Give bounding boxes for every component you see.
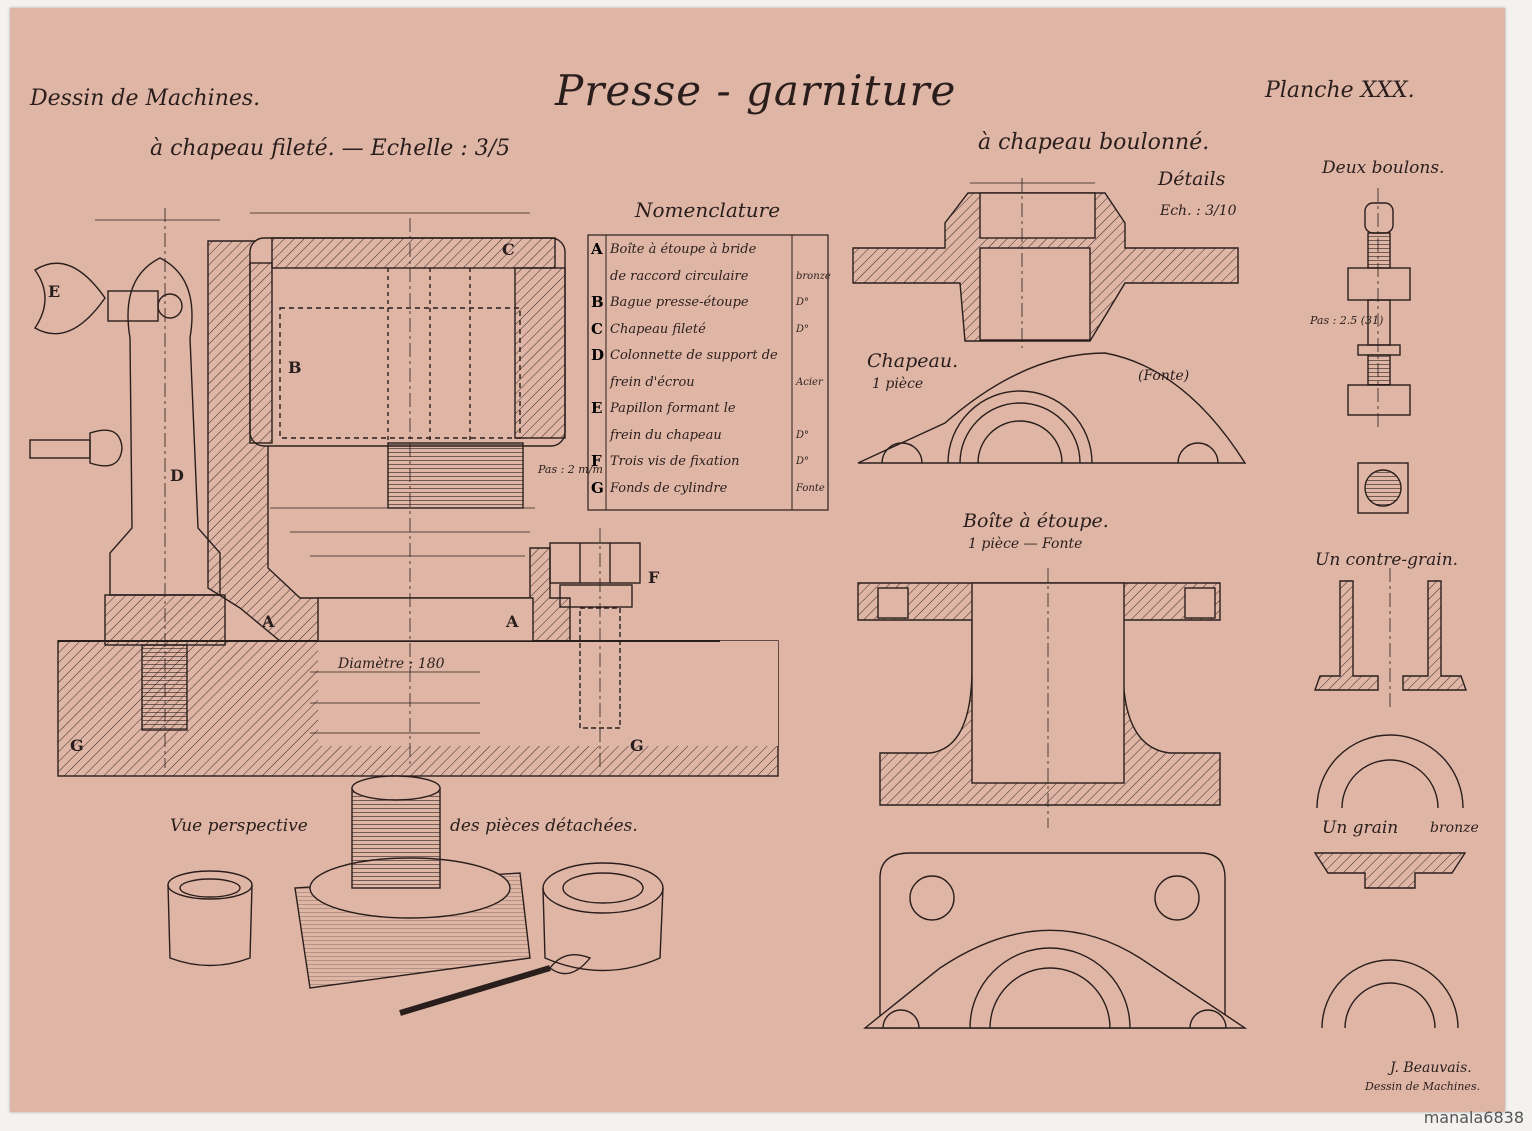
nomenclature-text: frein d'écrou <box>610 374 695 390</box>
bushing-label: Un grain <box>1322 818 1399 838</box>
subtitle-right: à chapeau boulonné. <box>978 130 1210 155</box>
nomenclature-text: Colonnette de support de <box>610 348 778 363</box>
perspective-label-left: Vue perspective <box>170 816 308 836</box>
letter-g2: G <box>630 736 644 755</box>
technical-drawing <box>29 178 1467 1029</box>
perspective-view <box>167 775 664 1016</box>
bushing-view <box>1313 852 1467 1029</box>
nomenclature-text: Papillon formant le <box>610 401 736 416</box>
letter-b: B <box>288 358 302 377</box>
details-scale: Ech. : 3/10 <box>1160 203 1237 219</box>
nomenclature-title: Nomenclature <box>635 198 781 222</box>
nomenclature-letter: A <box>591 240 603 258</box>
subtitle-left: à chapeau fileté. — Echelle : 3/5 <box>150 136 511 161</box>
nomenclature-text: Chapeau fileté <box>610 321 706 337</box>
nomenclature-letter: F <box>591 452 602 470</box>
nomenclature-table <box>587 234 829 511</box>
nomenclature-letter: E <box>591 399 603 417</box>
signature-sub: Dessin de Machines. <box>1365 1080 1481 1093</box>
bushing-material: bronze <box>1430 820 1479 836</box>
stuffing-box-label: Boîte à étoupe. <box>963 510 1109 532</box>
details-label: Détails <box>1158 168 1226 190</box>
nomenclature-letter: B <box>591 293 604 311</box>
letter-f: F <box>648 568 660 587</box>
letter-e: E <box>48 282 61 301</box>
bolts-detail-view <box>1347 188 1411 514</box>
wing-nut-e <box>33 262 106 335</box>
nomenclature-material: D° <box>796 297 810 308</box>
nomenclature-text: de raccord circulaire <box>610 268 749 284</box>
nomenclature-material: D° <box>796 456 810 467</box>
bolt-pitch-label: Pas : 2.5 (31) <box>1310 314 1384 327</box>
nomenclature-letter: C <box>591 319 603 338</box>
drawing-sheet: Dessin de Machines. Presse - garniture P… <box>10 8 1505 1112</box>
cap-material-label: (Fonte) <box>1138 368 1190 384</box>
nomenclature-text: Fonds de cylindre <box>610 480 728 496</box>
nomenclature-text: Boîte à étoupe à bride <box>610 242 757 257</box>
cap-detail-view <box>852 178 1247 464</box>
header-left: Dessin de Machines. <box>30 86 261 111</box>
nomenclature-text: Bague presse-étoupe <box>610 295 749 310</box>
cap-piece-label: 1 pièce <box>872 376 924 392</box>
page-title: Presse - garniture <box>555 66 957 115</box>
nomenclature-text: Trois vis de fixation <box>610 454 740 469</box>
nomenclature-letter: D <box>591 346 605 364</box>
letter-g1: G <box>70 736 84 755</box>
bolts-label: Deux boulons. <box>1322 158 1445 178</box>
letter-c: C <box>502 240 515 259</box>
nomenclature-material: bronze <box>796 270 831 282</box>
letter-a1: A <box>262 612 275 631</box>
main-assembly-view <box>29 208 779 777</box>
nomenclature-material: Fonte <box>796 482 825 494</box>
signature: J. Beauvais. <box>1390 1060 1472 1076</box>
watermark: manala6838 <box>1423 1108 1524 1127</box>
counter-bushing-label: Un contre-grain. <box>1315 550 1459 570</box>
counter-bushing-view <box>1314 568 1467 809</box>
nomenclature-letter: G <box>591 478 604 497</box>
nomenclature-material: D° <box>796 323 810 335</box>
diameter-label: Diamètre : 180 <box>338 656 445 672</box>
stuffing-box-detail-view <box>857 568 1248 1029</box>
cap-label: Chapeau. <box>867 350 959 372</box>
header-right: Planche XXX. <box>1265 78 1415 103</box>
stuffing-box-piece-label: 1 pièce — Fonte <box>968 536 1083 552</box>
nomenclature-material: D° <box>796 429 810 441</box>
letter-d: D <box>170 466 184 485</box>
nomenclature-material: Acier <box>796 376 823 388</box>
nomenclature-text: frein du chapeau <box>610 427 722 443</box>
hex-nut-f <box>549 542 641 584</box>
perspective-label-right: des pièces détachées. <box>450 816 638 836</box>
thread-pitch-label: Pas : 2 m/m <box>538 463 603 476</box>
letter-a2: A <box>506 612 519 631</box>
